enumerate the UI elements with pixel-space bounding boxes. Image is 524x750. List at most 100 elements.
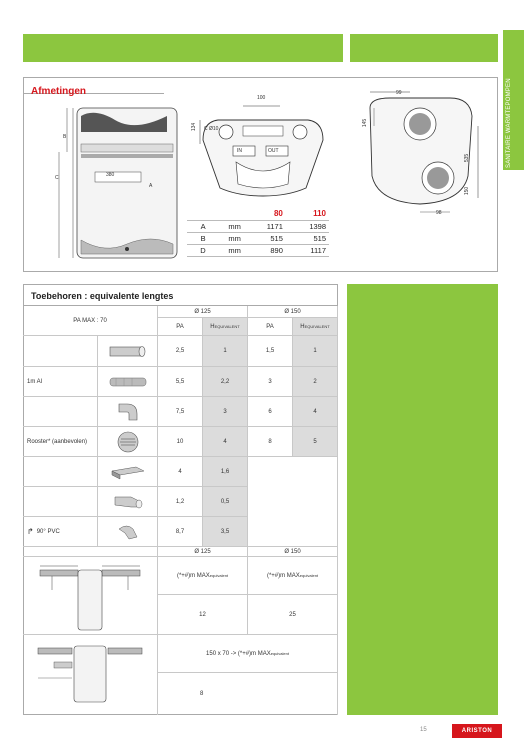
value-pa-150 [248, 517, 338, 547]
elbow-icon [118, 403, 137, 420]
value-pa-150: 6 [248, 397, 293, 427]
value-h-125: 2,2 [203, 367, 248, 397]
formula-sub: equivalent [209, 573, 229, 578]
value-pa-150: 8 [248, 427, 293, 457]
toebehoren-divider [23, 305, 338, 306]
row-label: Rooster* (aanbevolen) [23, 427, 98, 457]
side-label-535: 535 [464, 153, 471, 163]
value-h-125: 1,6 [203, 457, 248, 487]
value-pa-150: 3 [248, 367, 293, 397]
row-label: 1m Al [23, 367, 98, 397]
dim-unit: mm [208, 232, 244, 245]
front-label-b: B [63, 134, 67, 140]
dim-row: D mm 890 1117 [187, 244, 329, 257]
pipe-image [98, 397, 158, 427]
front-label-c: C [55, 175, 59, 181]
dim-value: 890 [243, 244, 286, 257]
page-number: 15 [420, 727, 427, 733]
pipe-image [98, 427, 158, 457]
formula-sub: equivalent [299, 573, 319, 578]
top-label-out: OUT [268, 148, 279, 154]
dim-row: A mm 1171 1398 [187, 220, 329, 233]
dimensions-table: 80 110 A mm 1171 1398 B mm 515 515 D mm … [187, 208, 329, 257]
toebehoren-title: Toebehoren : equivalente lengtes [31, 291, 174, 301]
value-pa-125: 2,5 [158, 336, 203, 367]
top-view-drawing [199, 105, 324, 197]
col-h-sub: EQUIVALENT [214, 324, 240, 329]
dim-value: 515 [285, 232, 329, 245]
combo-value-text: 8 [200, 691, 204, 697]
value-h-125: 3,5 [203, 517, 248, 547]
side-label-99: 99 [396, 90, 402, 96]
dim-header-1 [208, 208, 244, 221]
dim-value: 1117 [285, 244, 329, 257]
value-h-125: 4 [203, 427, 248, 457]
dim-header-0 [187, 208, 209, 221]
col-pa-label: PA [266, 323, 274, 330]
value-h-150: 4 [293, 397, 338, 427]
right-green-column [347, 284, 498, 715]
lower-diam125-header: Ø 125 [158, 547, 248, 557]
pipe-image [98, 336, 158, 367]
row-label [23, 487, 98, 517]
top-label-diameter: C Ø10 [204, 126, 219, 132]
grille-icon [117, 431, 138, 452]
top-label-100: 100 [257, 95, 266, 101]
combo-value: 8 [158, 673, 338, 715]
pipe-image [98, 457, 158, 487]
diam150-label: Ø 150 [284, 308, 301, 315]
col-h-label: H [300, 323, 305, 330]
value-pa-125: 10 [158, 427, 203, 457]
header-bar-left [23, 34, 343, 62]
side-view-drawing [369, 91, 479, 213]
installation-scheme-icon [39, 565, 141, 630]
dim-unit: mm [208, 244, 244, 257]
row-label [23, 457, 98, 487]
row-label: ↱ 90° PVC [23, 517, 98, 547]
lower-blank-header [23, 547, 158, 557]
value-pa-125: 4 [158, 457, 203, 487]
row-label [23, 336, 98, 367]
front-view-drawing [58, 107, 178, 259]
value-h-125: 0,5 [203, 487, 248, 517]
side-label-98: 98 [436, 210, 442, 216]
col-pa-150: PA [248, 318, 293, 336]
value-h-150: 2 [293, 367, 338, 397]
side-label-150: 150 [464, 186, 471, 196]
dim-label: B [187, 232, 209, 245]
pa-max-label: PA MAX : 70 [73, 317, 107, 324]
front-label-a: A [149, 183, 153, 189]
pipe-image [98, 367, 158, 397]
installation-drawing-2 [23, 635, 158, 715]
col-h-sub: EQUIVALENT [304, 324, 330, 329]
dim-header-110: 110 [285, 208, 329, 221]
value-pa-150 [248, 487, 338, 517]
dim-value: 515 [243, 232, 286, 245]
pipe-image [98, 487, 158, 517]
dim-label: D [187, 244, 209, 257]
installation-drawing-1 [23, 557, 158, 635]
dim-value: 1398 [285, 220, 329, 233]
value-pa-150: 1,5 [248, 336, 293, 367]
brand-logo: ARISTON [452, 724, 502, 738]
rectangular-duct-icon [110, 466, 145, 479]
pvc-elbow-icon [118, 525, 137, 539]
top-label-in: IN [237, 148, 242, 154]
value-max-150: 25 [248, 595, 338, 635]
side-label-145: 145 [362, 118, 369, 128]
value-pa-125: 1,2 [158, 487, 203, 517]
value-pa-150 [248, 457, 338, 487]
value-pa-125: 5,5 [158, 367, 203, 397]
corner-arrow-icon: ↱ [27, 527, 34, 536]
dim-header-80: 80 [243, 208, 286, 221]
formula-125-text: (*+#)m MAX [176, 572, 210, 579]
pipe-image [98, 517, 158, 547]
diam150-header: Ø 150 [248, 306, 338, 318]
value-pa-125: 7,5 [158, 397, 203, 427]
section-tab: SANITAIRE WARMTEPOMPEN [503, 30, 524, 170]
diam125-label: Ø 125 [194, 308, 211, 315]
